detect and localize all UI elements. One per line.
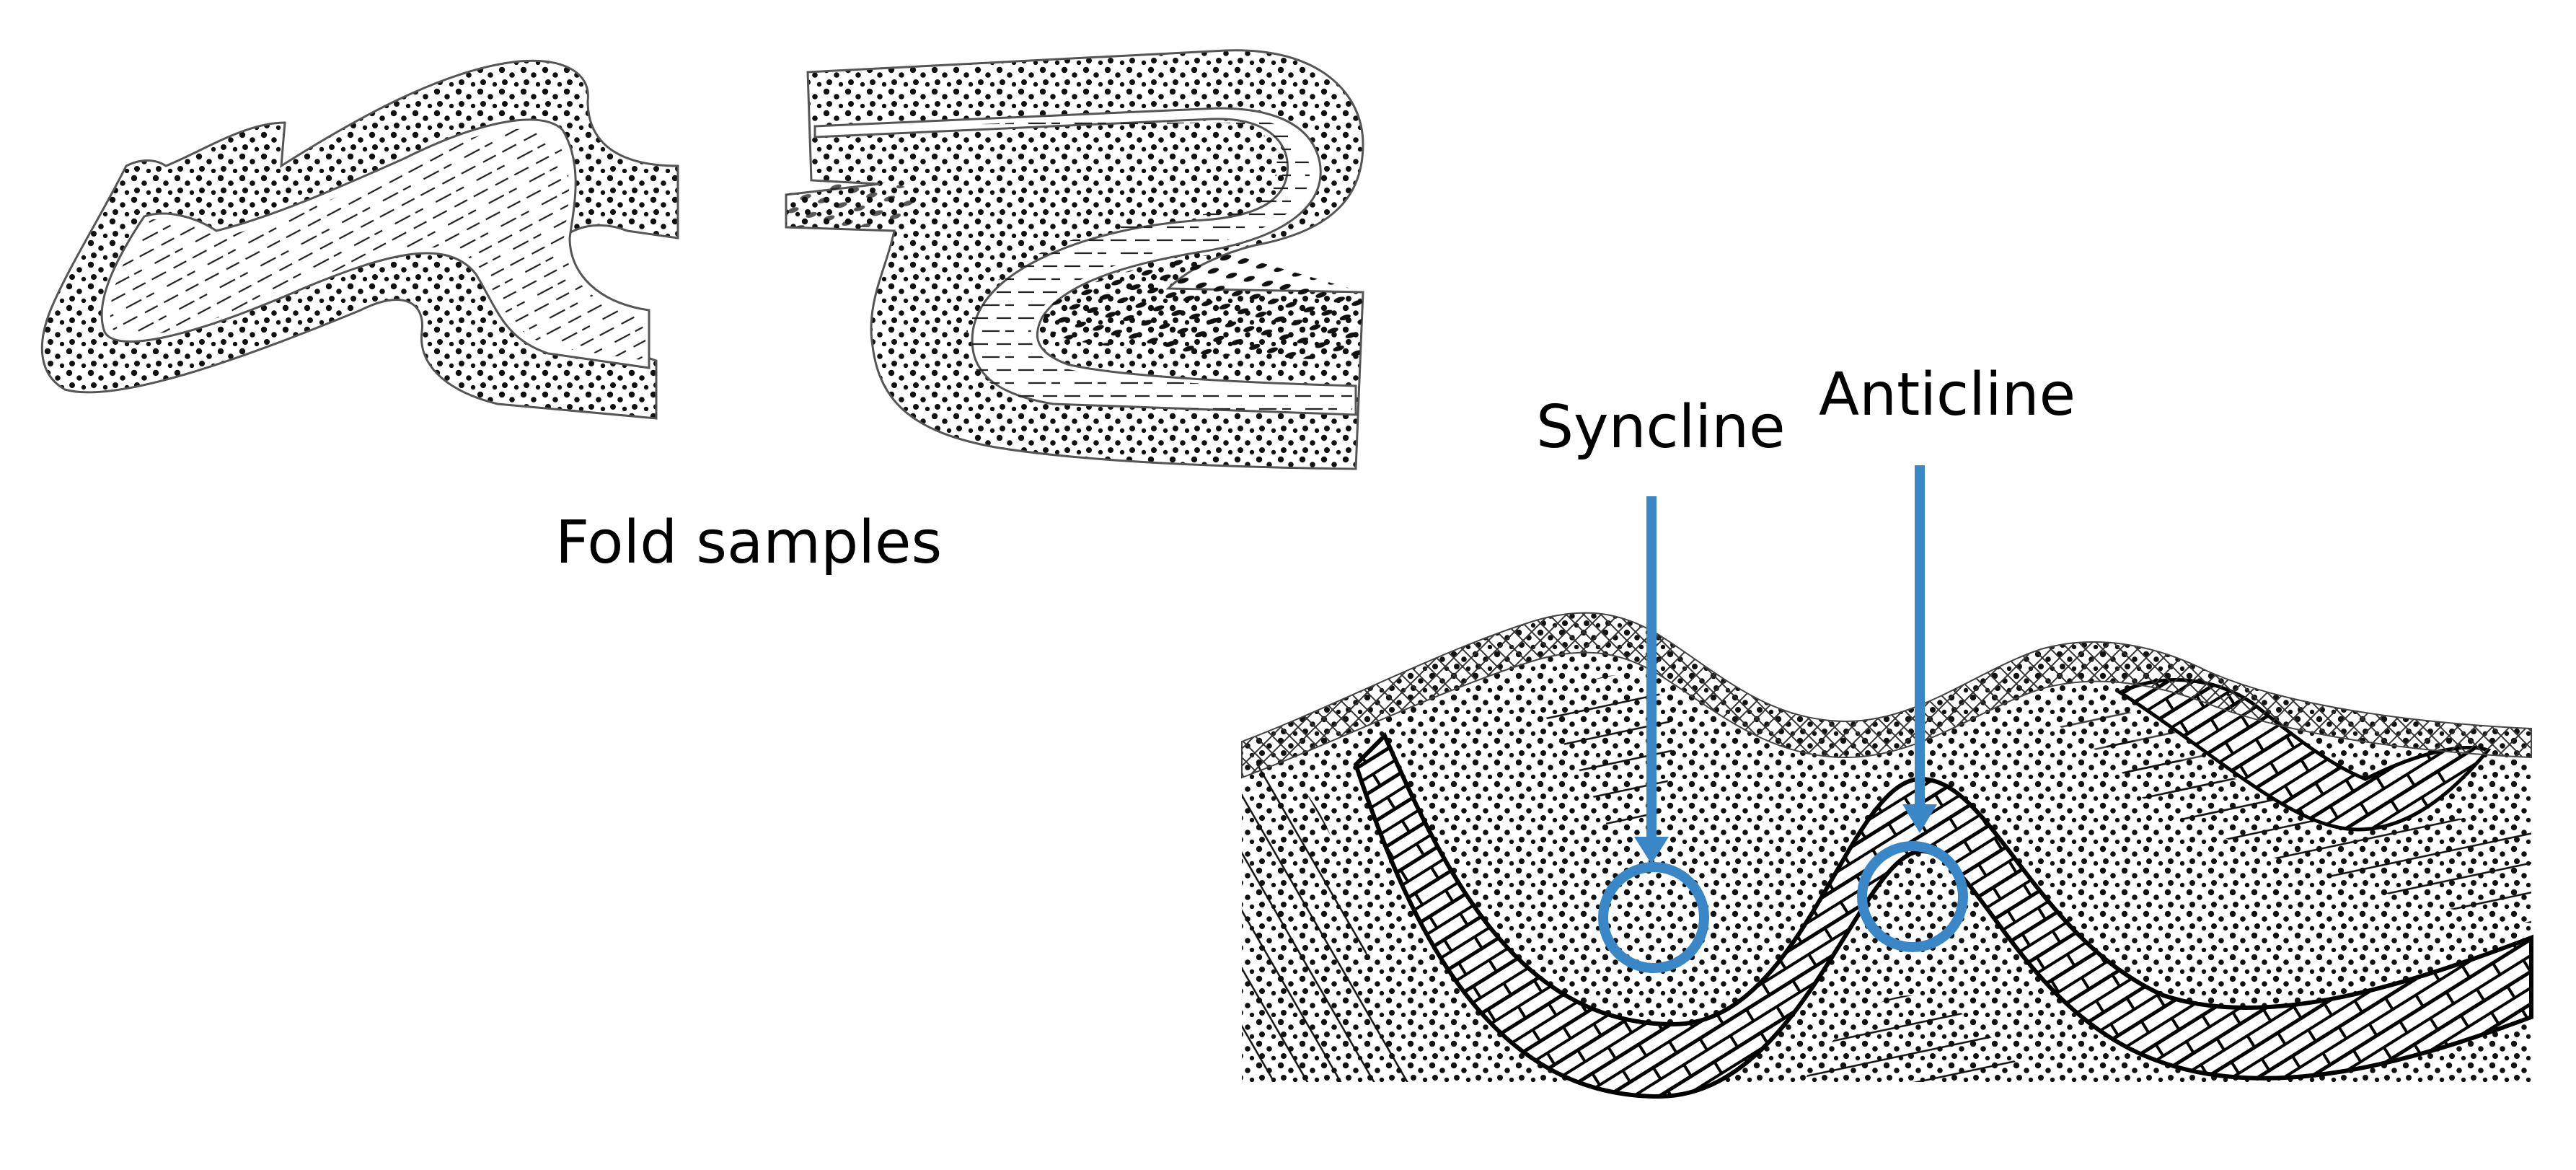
anticline-circle — [1857, 841, 1968, 952]
syncline-label: Syncline — [1536, 393, 1786, 462]
syncline-marker — [1598, 496, 1709, 973]
anticline-label: Anticline — [1819, 361, 2076, 429]
fold-cross-section — [1241, 612, 2533, 1099]
anticline-marker — [1857, 465, 1968, 952]
fold-sample-2 — [785, 49, 1364, 470]
anticline-arrowhead — [1902, 804, 1937, 833]
fold-sample-1 — [40, 59, 679, 420]
fold-samples-caption: Fold samples — [555, 509, 943, 577]
syncline-arrowhead — [1634, 837, 1669, 864]
syncline-circle — [1598, 862, 1709, 973]
